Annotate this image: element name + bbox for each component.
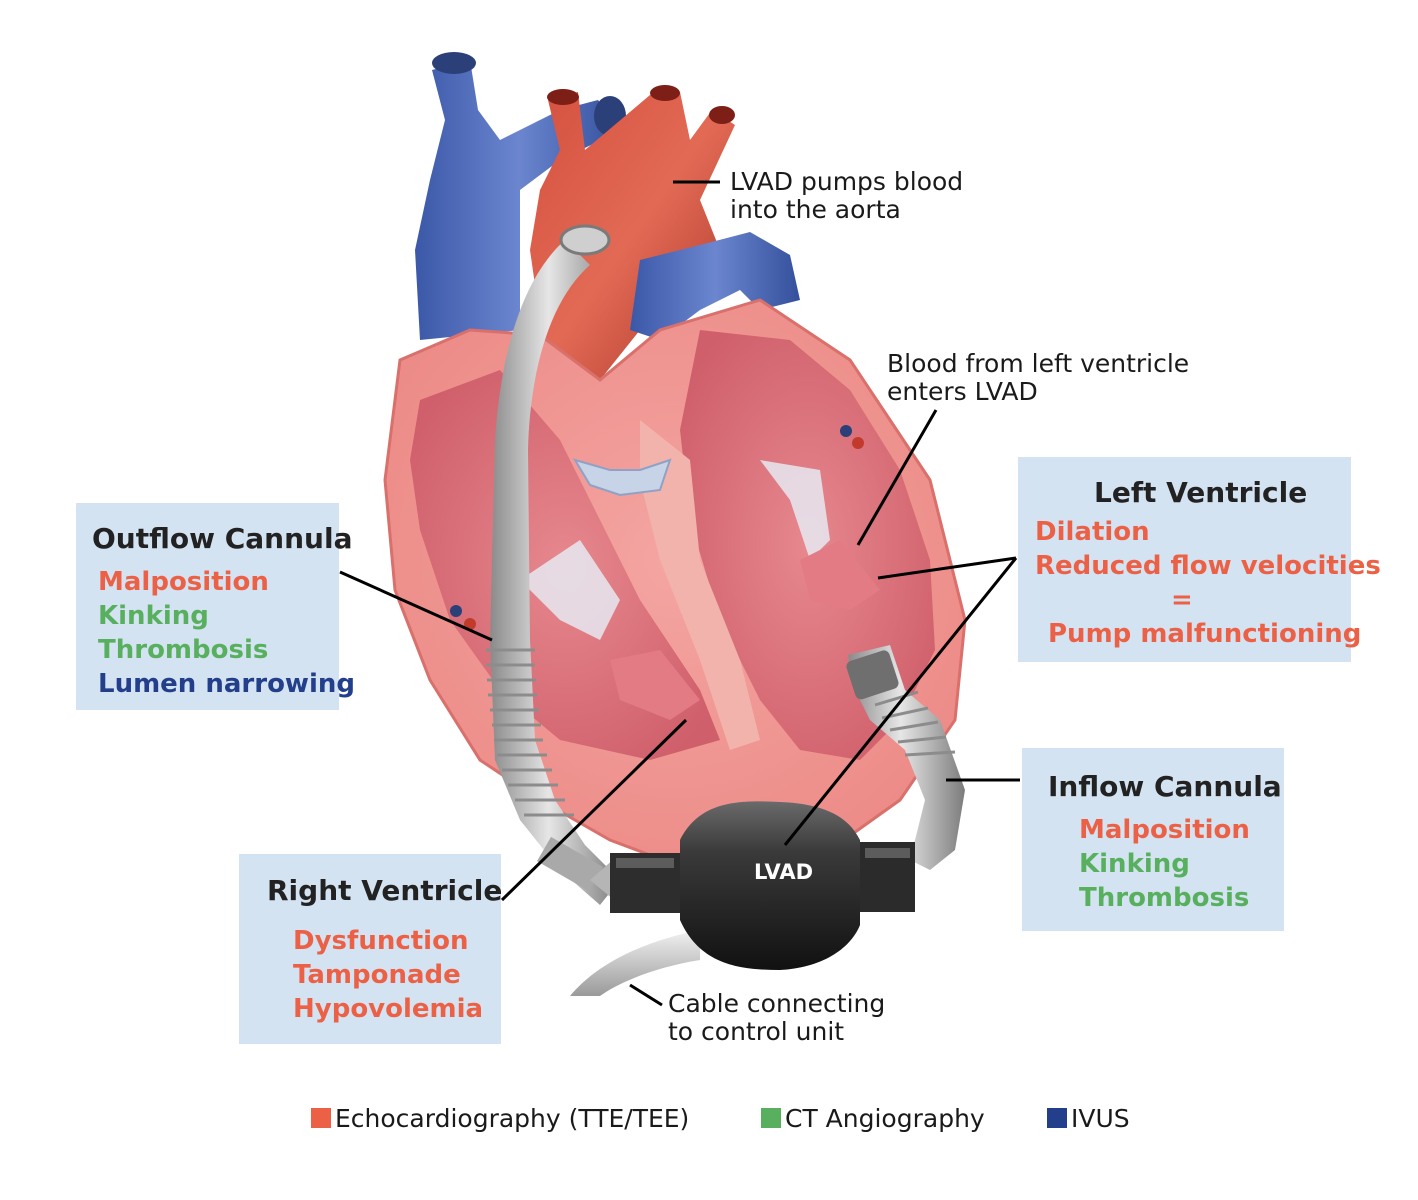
right-ventricle-title: Right Ventricle [267, 874, 503, 907]
left-ventricle-title: Left Ventricle [1094, 476, 1308, 509]
outflow-item-thrombosis: Thrombosis [98, 635, 269, 665]
lv-inflow-note: Blood from left ventricle enters LVAD [887, 350, 1189, 406]
legend-ivus-swatch [1047, 1108, 1067, 1128]
lv-box-leader-1 [877, 556, 1017, 580]
outflow-item-malposition: Malposition [98, 567, 269, 597]
control-cable [570, 930, 700, 996]
legend-echo: Echocardiography (TTE/TEE) [311, 1100, 689, 1136]
leader-lines [339, 180, 1020, 1007]
lv-box-leader-2 [783, 557, 1018, 846]
inflow-item-malposition: Malposition [1079, 815, 1250, 845]
rv-item-dysfunction: Dysfunction [293, 926, 469, 956]
rv-item-hypovolemia: Hypovolemia [293, 994, 484, 1024]
lvad-pump [537, 801, 915, 970]
legend-ivus: IVUS [1047, 1100, 1130, 1136]
aorta-note: LVAD pumps blood into the aorta [730, 168, 963, 224]
legend-echo-swatch [311, 1108, 331, 1128]
cable-note-line-2: to control unit [668, 1017, 845, 1046]
lv-inflow-leader [856, 409, 938, 546]
inflow-item-thrombosis: Thrombosis [1079, 883, 1250, 913]
outflow-item-lumen-narrowing: Lumen narrowing [98, 669, 355, 699]
inflow-cannula-box [1022, 748, 1284, 931]
lv-item-dilation: Dilation [1035, 517, 1150, 547]
legend-ct-label: CT Angiography [785, 1103, 985, 1133]
lv-item-equals: = [1171, 585, 1193, 615]
inflow-cannula-title: Inflow Cannula [1048, 770, 1282, 803]
rv-item-tamponade: Tamponade [293, 960, 461, 990]
left-ventricle-box [1018, 457, 1351, 662]
legend-ivus-label: IVUS [1071, 1103, 1130, 1133]
aorta [530, 85, 735, 380]
outflow-cannula-title: Outflow Cannula [92, 522, 353, 555]
cable-leader [629, 983, 663, 1007]
outflow-leader [339, 570, 493, 642]
outflow-item-kinking: Kinking [98, 601, 209, 631]
legend-ct: CT Angiography [761, 1100, 985, 1136]
legend-ct-swatch [761, 1108, 781, 1128]
inflow-item-kinking: Kinking [1079, 849, 1190, 879]
inflow-cannula [846, 645, 965, 870]
cable-note-line-1: Cable connecting [668, 989, 886, 1018]
cable-note: Cable connecting to control unit [668, 990, 885, 1046]
outflow-cannula-box [76, 503, 339, 710]
lv-inflow-note-line-2: enters LVAD [887, 377, 1038, 406]
legend-echo-label: Echocardiography (TTE/TEE) [335, 1103, 690, 1133]
outflow-cannula-ribs [486, 648, 574, 817]
aorta-note-line-1: LVAD pumps blood [730, 167, 964, 196]
right-ventricle-box [239, 854, 501, 1044]
pulmonary-artery [630, 232, 800, 340]
lv-item-pump-malfunctioning: Pump malfunctioning [1048, 619, 1362, 649]
aortic-valve [572, 458, 672, 497]
lv-item-reduced-flow: Reduced flow velocities [1035, 551, 1381, 581]
rv-leader [500, 718, 688, 902]
lv-inflow-note-line-1: Blood from left ventricle [887, 349, 1190, 378]
aorta-note-line-2: into the aorta [730, 195, 901, 224]
heart [383, 298, 967, 882]
lvad-device-label: LVAD [754, 860, 814, 884]
